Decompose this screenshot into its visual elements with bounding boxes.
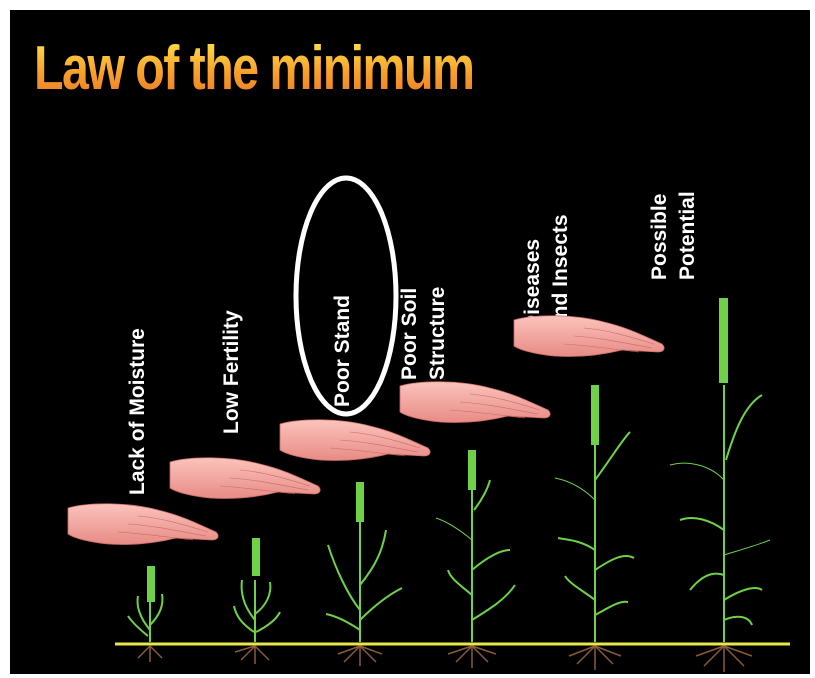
hand-icon	[170, 458, 320, 499]
hand-icon	[280, 420, 430, 461]
diagram-scene	[10, 10, 810, 674]
hand-icon	[514, 316, 664, 357]
plant-low-fertility	[234, 538, 280, 642]
roots	[138, 646, 752, 672]
hand-icon	[68, 504, 218, 545]
hand-icon	[400, 382, 550, 423]
plant-diseases-and-insects	[555, 385, 634, 642]
highlight-ring	[296, 178, 396, 414]
plant-possible-potential	[670, 298, 770, 642]
plant-lack-of-moisture	[128, 566, 163, 642]
plant-poor-soil-structure	[436, 450, 515, 642]
plant-poor-stand	[326, 482, 402, 642]
diagram-frame: Law of the minimum Lack of Moisture Low …	[10, 10, 810, 674]
